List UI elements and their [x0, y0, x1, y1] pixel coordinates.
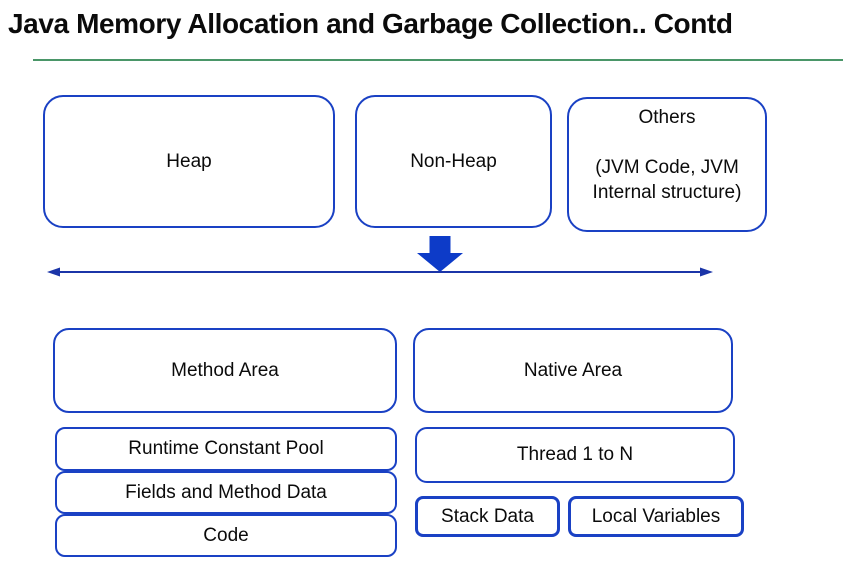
- stack-data-box: Stack Data: [415, 496, 560, 537]
- double-arrow-icon: [47, 267, 713, 277]
- code-box: Code: [55, 514, 397, 557]
- thread-label: Thread 1 to N: [516, 444, 634, 465]
- others-box: Others (JVM Code, JVM Internal structure…: [567, 97, 767, 232]
- down-arrow-icon: [417, 236, 463, 272]
- fields-and-method-data-box: Fields and Method Data: [55, 471, 397, 514]
- heap-label: Heap: [166, 150, 212, 172]
- runtime-constant-pool-box: Runtime Constant Pool: [55, 427, 397, 471]
- heap-box: Heap: [43, 95, 335, 228]
- native-area-box: Native Area: [413, 328, 733, 413]
- method-area-box: Method Area: [53, 328, 397, 413]
- thread-box: Thread 1 to N: [415, 427, 735, 483]
- non-heap-label: Non-Heap: [410, 150, 497, 172]
- native-area-label: Native Area: [523, 359, 623, 381]
- runtime-constant-pool-label: Runtime Constant Pool: [128, 438, 324, 459]
- title-underline: [33, 59, 843, 61]
- method-area-label: Method Area: [171, 359, 279, 381]
- others-title-label: Others: [638, 107, 696, 128]
- page-title: Java Memory Allocation and Garbage Colle…: [8, 8, 733, 39]
- code-label: Code: [203, 524, 249, 546]
- non-heap-box: Non-Heap: [355, 95, 552, 228]
- local-variables-label: Local Variables: [591, 505, 721, 527]
- local-variables-box: Local Variables: [568, 496, 744, 537]
- fields-and-method-data-label: Fields and Method Data: [125, 481, 327, 503]
- others-detail-label: (JVM Code, JVM Internal structure): [592, 157, 742, 203]
- stack-data-label: Stack Data: [441, 505, 534, 527]
